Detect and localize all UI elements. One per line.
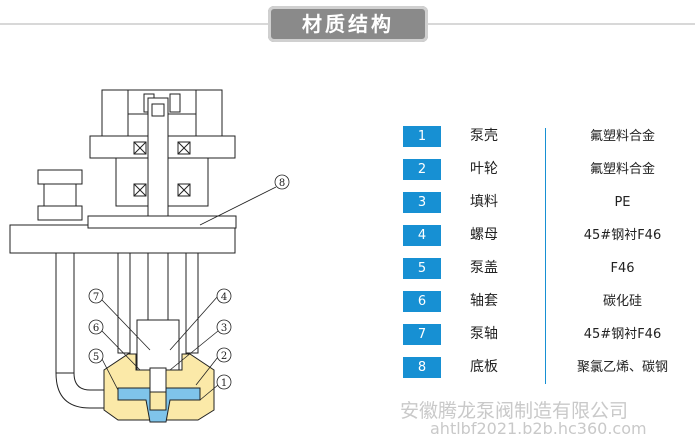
callout-3 xyxy=(216,319,232,335)
table-row: 3 填料 PE xyxy=(400,190,692,216)
table-row: 7 泵轴 45#钢衬F46 xyxy=(400,322,692,348)
part-name: 填料 xyxy=(470,194,498,210)
part-name: 底板 xyxy=(470,359,498,375)
part-name: 泵壳 xyxy=(470,128,498,144)
callout-label-8: 8 xyxy=(279,178,285,189)
callout-1 xyxy=(216,374,232,390)
part-material: F46 xyxy=(610,261,635,276)
table-row: 2 叶轮 氟塑料合金 xyxy=(400,157,692,183)
part-number-badge: 5 xyxy=(403,258,441,279)
callout-label-7: 7 xyxy=(93,292,99,303)
section-title: 材质结构 xyxy=(268,6,428,42)
part-material: PE xyxy=(614,195,631,210)
packing xyxy=(149,367,167,393)
table-row: 1 泵壳 氟塑料合金 xyxy=(400,124,692,150)
callout-2 xyxy=(216,347,232,363)
callout-6 xyxy=(88,319,104,335)
table-row: 4 螺母 45#钢衬F46 xyxy=(400,223,692,249)
part-number-badge: 1 xyxy=(403,126,441,147)
header-rule-left xyxy=(0,23,268,25)
part-material: 氟塑料合金 xyxy=(589,129,655,144)
callout-label-2: 2 xyxy=(221,351,227,362)
part-number-badge: 8 xyxy=(403,357,441,378)
callout-label-1: 1 xyxy=(221,378,227,389)
section-header: 材质结构 xyxy=(0,0,695,50)
table-row: 6 轴套 碳化硅 xyxy=(400,289,692,315)
pump-cross-section-diagram: 8 7 6 5 4 3 2 1 xyxy=(9,89,290,423)
callout-7 xyxy=(88,288,104,304)
part-material: 聚氯乙烯、碳钢 xyxy=(576,360,668,375)
callout-label-5: 5 xyxy=(93,352,99,363)
part-material: 氟塑料合金 xyxy=(589,162,655,177)
shaft-sleeve xyxy=(136,319,180,371)
part-name: 轴套 xyxy=(470,293,498,309)
part-name: 叶轮 xyxy=(470,161,498,177)
callout-5 xyxy=(88,348,104,364)
part-material: 45#钢衬F46 xyxy=(583,228,662,243)
part-number-badge: 6 xyxy=(403,291,441,312)
part-name: 螺母 xyxy=(470,227,498,243)
part-material: 碳化硅 xyxy=(602,294,642,309)
watermark-url: ahtlbf2021.b2b.hc360.com xyxy=(430,419,647,438)
part-material: 45#钢衬F46 xyxy=(583,327,662,342)
callout-label-6: 6 xyxy=(93,323,99,334)
outlet-pipe xyxy=(55,252,75,374)
part-number-badge: 3 xyxy=(403,192,441,213)
part-name: 泵盖 xyxy=(470,260,498,276)
callout-label-4: 4 xyxy=(221,292,227,303)
base-plate xyxy=(9,224,236,254)
part-number-badge: 7 xyxy=(403,324,441,345)
header-rule-right xyxy=(428,23,695,25)
part-number-badge: 2 xyxy=(403,159,441,180)
part-number-badge: 4 xyxy=(403,225,441,246)
callout-8 xyxy=(274,174,290,190)
callout-4 xyxy=(216,288,232,304)
table-row: 5 泵盖 F46 xyxy=(400,256,692,282)
bearing-housing-left xyxy=(101,89,129,141)
table-row: 8 底板 聚氯乙烯、碳钢 xyxy=(400,355,692,381)
table-divider xyxy=(545,128,546,384)
callout-label-3: 3 xyxy=(221,323,227,334)
part-name: 泵轴 xyxy=(470,326,498,342)
watermark-company: 安徽腾龙泵阀制造有限公司 xyxy=(400,400,629,422)
bearing-housing-right xyxy=(195,89,223,141)
